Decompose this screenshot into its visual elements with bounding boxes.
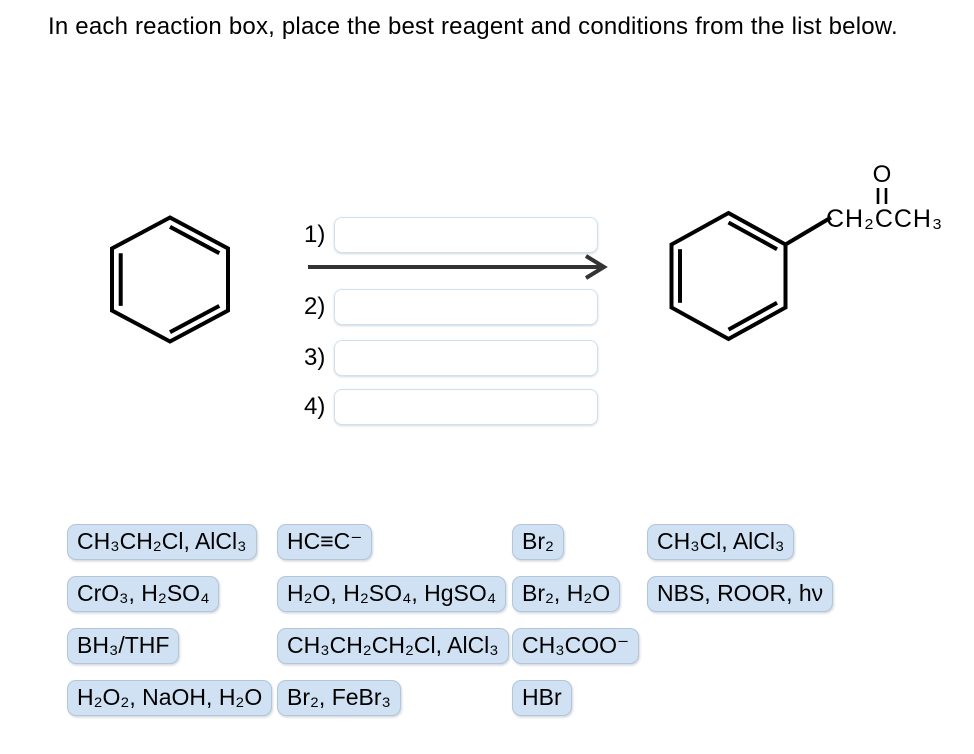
reagent-column-3: Br₂ Br₂, H₂O CH₃COO⁻ HBr [512,524,640,716]
reagent-chip-nbs-roor-hv[interactable]: NBS, ROOR, hν [647,576,834,612]
reagent-chip-bh3-thf[interactable]: BH₃/THF [67,628,180,664]
reagent-chip-ch3ch2cl-alcl3[interactable]: CH₃CH₂Cl, AlCl₃ [67,524,257,560]
reagent-column-4: CH₃Cl, AlCl₃ NBS, ROOR, hν [647,524,834,612]
reaction-arrow [308,254,608,280]
reagent-chip-br2-febr3[interactable]: Br₂, FeBr₃ [277,680,401,716]
product-structure: O CH₂CCH₃ [669,161,943,342]
reagent-column-1: CH₃CH₂Cl, AlCl₃ CrO₃, H₂SO₄ BH₃/THF H₂O₂… [67,524,273,716]
reagent-chip-ch3cl-alcl3[interactable]: CH₃Cl, AlCl₃ [647,524,795,560]
reagent-column-2: HC≡C⁻ H₂O, H₂SO₄, HgSO₄ CH₃CH₂CH₂Cl, AlC… [277,524,509,716]
reaction-step-1-input[interactable] [334,217,598,253]
carbonyl-oxygen-label: O [873,161,892,188]
reaction-step-2-input[interactable] [334,289,598,325]
reagent-chip-cro3-h2so4[interactable]: CrO₃, H₂SO₄ [67,576,220,612]
reagent-chip-acetylide-anion[interactable]: HC≡C⁻ [277,524,373,560]
page-title: In each reaction box, place the best rea… [48,13,898,40]
reagent-chip-acetate-anion[interactable]: CH₃COO⁻ [512,628,640,664]
step-2-label: 2) [304,293,326,320]
reagent-chip-h2o2-naoh-h2o[interactable]: H₂O₂, NaOH, H₂O [67,680,273,716]
reaction-step-row-2: 2) [304,289,598,325]
reaction-step-row-4: 4) [304,389,598,425]
product-chain-label: CH₂CCH₃ [826,205,943,233]
reagent-chip-ch3ch2ch2cl-alcl3[interactable]: CH₃CH₂CH₂Cl, AlCl₃ [277,628,509,664]
substituent-bond [784,215,833,247]
reaction-step-row-3: 3) [304,340,598,376]
reaction-step-4-input[interactable] [334,389,598,425]
reagent-chip-br2-h2o[interactable]: Br₂, H₂O [512,576,621,612]
step-1-label: 1) [304,221,326,248]
reagent-chip-hbr[interactable]: HBr [512,680,572,716]
reaction-step-row-1: 1) [304,217,598,253]
reagent-chip-h2o-h2so4-hgso4[interactable]: H₂O, H₂SO₄, HgSO₄ [277,576,507,612]
step-3-label: 3) [304,344,326,371]
reaction-step-3-input[interactable] [334,340,598,376]
reagent-chip-br2[interactable]: Br₂ [512,524,564,560]
step-4-label: 4) [304,393,326,420]
benzene-reactant-structure [110,215,230,344]
